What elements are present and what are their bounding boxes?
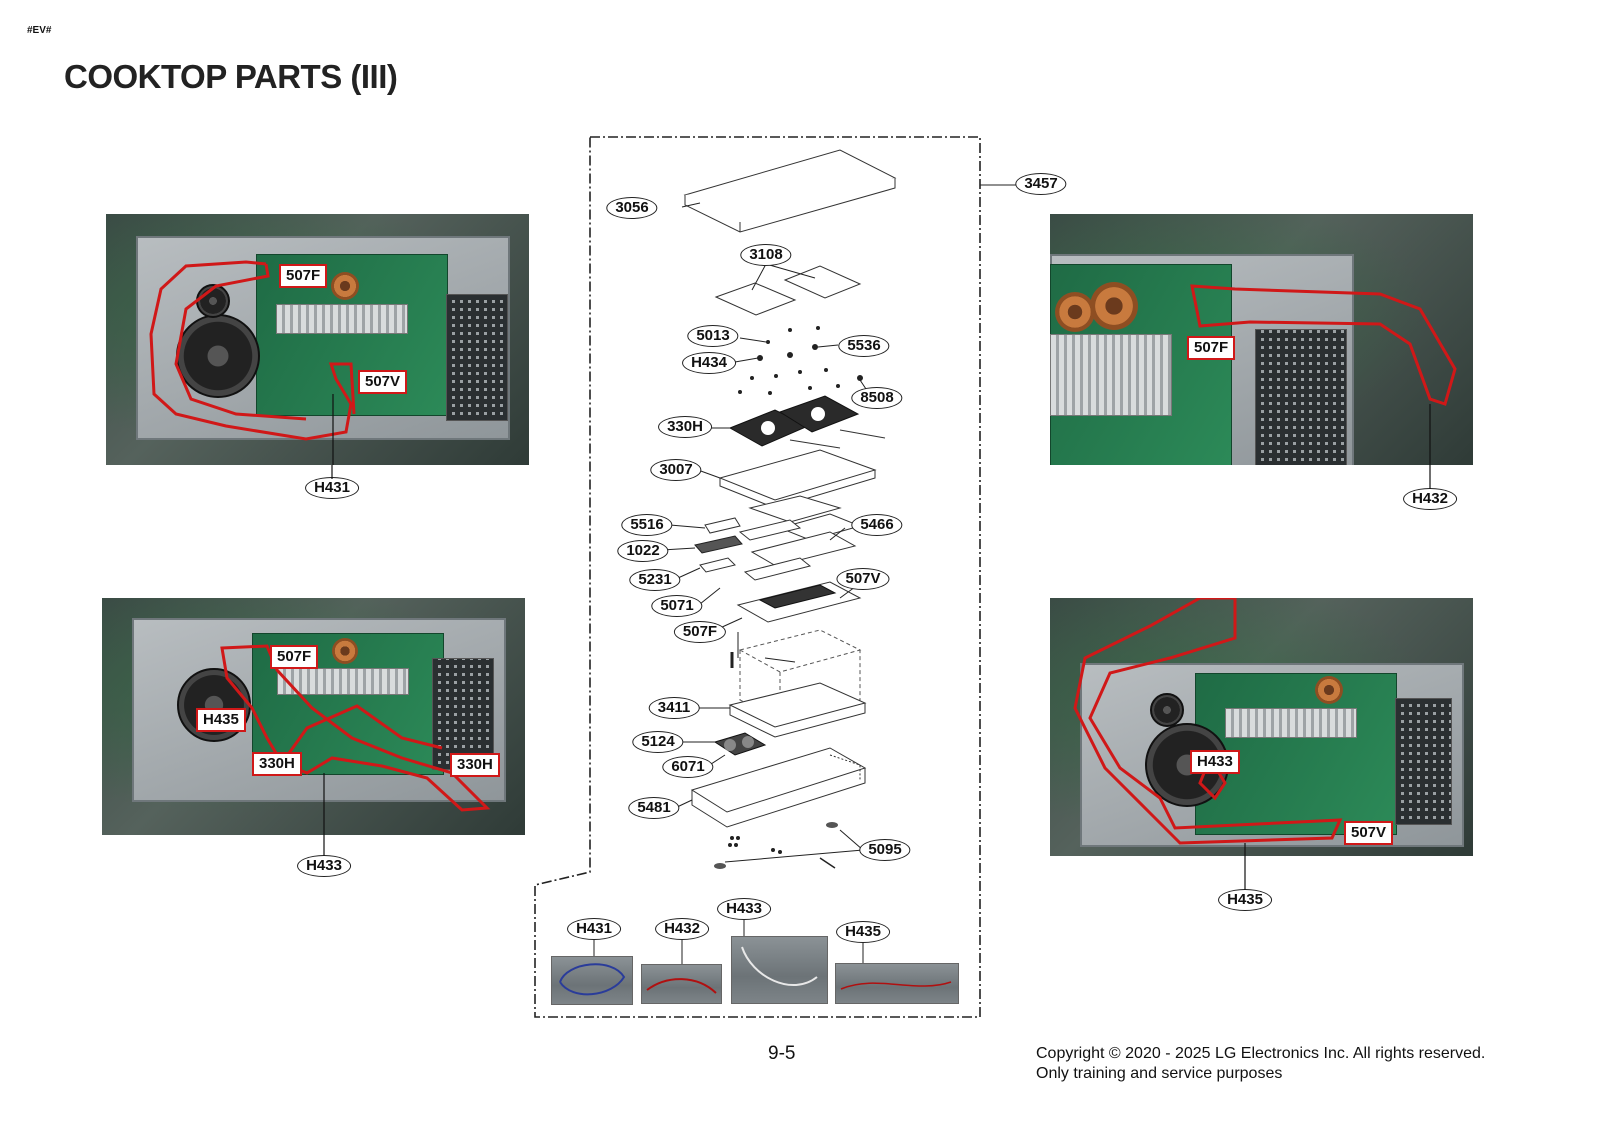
copyright-block: Copyright © 2020 - 2025 LG Electronics I…: [1036, 1044, 1485, 1084]
page-number: 9-5: [768, 1043, 796, 1064]
part-callout: 3411: [648, 697, 700, 719]
harness-callout: H432: [1403, 488, 1457, 510]
harness-callout: H432: [655, 918, 709, 940]
photo-label: 330H: [252, 752, 302, 776]
part-callout: 8508: [851, 387, 903, 409]
part-callout: 5124: [632, 731, 684, 753]
wire-route-overlay: [1073, 598, 1343, 856]
photo-top-right: 507F: [1050, 214, 1473, 465]
heatsink: [1225, 708, 1357, 738]
vent-grille: [446, 294, 508, 421]
photo-label: 507F: [270, 645, 319, 669]
part-callout: 5231: [629, 569, 681, 591]
part-callout: 5071: [651, 595, 703, 617]
leader-line: [1244, 856, 1246, 890]
induction-coil-parts: [728, 395, 886, 449]
leader-line: [331, 465, 333, 479]
leader-line: [1429, 465, 1431, 489]
harness-thumbnail: [835, 963, 959, 1004]
harness-callout: H435: [1218, 889, 1272, 911]
plate-parts: [714, 265, 862, 316]
harness-thumbnail: [641, 964, 722, 1004]
part-callout: 3007: [650, 459, 702, 481]
screw-parts: [738, 326, 863, 395]
coil-icon: [1055, 292, 1095, 332]
vent-grille: [1255, 329, 1347, 465]
part-callout: 5516: [621, 514, 673, 536]
heatsink: [276, 304, 408, 334]
harness-callout: H431: [567, 918, 621, 940]
photo-bottom-right: H433 507V: [1050, 598, 1473, 856]
fan-icon: [1150, 693, 1184, 727]
part-callout: 3056: [606, 197, 658, 219]
heatsink: [1050, 334, 1172, 416]
photo-bottom-left: 507F H435 330H 330H: [102, 598, 525, 835]
photo-label: H433: [1190, 750, 1240, 774]
page-title: COOKTOP PARTS (III): [64, 58, 398, 95]
coil-icon: [331, 272, 359, 300]
part-callout: 1022: [617, 540, 669, 562]
vent-grille: [432, 658, 494, 770]
part-callout: 5095: [859, 839, 911, 861]
harness-thumbnail: [731, 936, 828, 1004]
photo-top-left: 507F 507V: [106, 214, 529, 465]
heatsink: [277, 668, 409, 695]
part-callout: 330H: [658, 416, 712, 438]
part-callout: 6071: [662, 756, 714, 778]
coil-icon: [332, 638, 358, 664]
usage-notice: Only training and service purposes: [1036, 1065, 1283, 1082]
photo-label: H435: [196, 708, 246, 732]
photo-label: 507F: [279, 264, 328, 288]
vent-grille: [1395, 698, 1452, 825]
photo-label: 507V: [1344, 821, 1394, 845]
harness-callout: H433: [717, 898, 771, 920]
wire-route-overlay: [220, 644, 491, 835]
wire-route-overlay: [1190, 284, 1457, 465]
fan-icon: [176, 314, 260, 398]
glass-top-part: [683, 149, 897, 233]
part-callout: H434: [682, 352, 736, 374]
part-callout: 507F: [673, 621, 727, 643]
part-callout: 5481: [628, 797, 680, 819]
leader-line: [323, 835, 325, 856]
part-callout: 5466: [851, 514, 903, 536]
harness-thumbnail: [551, 956, 633, 1005]
copyright-text: Copyright © 2020 - 2025 LG Electronics I…: [1036, 1045, 1486, 1062]
harness-callout: H435: [836, 921, 890, 943]
photo-label: 330H: [450, 753, 500, 777]
part-callout: 5536: [838, 335, 890, 357]
doc-tag: #EV#: [27, 25, 52, 36]
part-callout: 5013: [687, 325, 739, 347]
wire-route-overlay: [149, 260, 356, 465]
part-callout: 507V: [836, 568, 890, 590]
coil-icon: [1090, 282, 1138, 330]
part-callout: 3108: [740, 244, 792, 266]
part-callout: 3457: [1015, 173, 1067, 195]
coil-icon: [1315, 676, 1343, 704]
photo-label: 507F: [1187, 336, 1236, 360]
photo-label: 507V: [358, 370, 408, 394]
